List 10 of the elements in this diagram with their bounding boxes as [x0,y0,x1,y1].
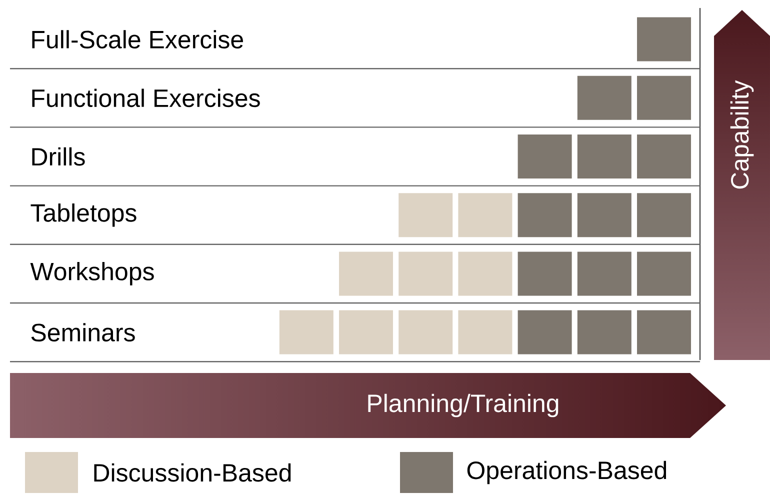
planning-arrow: Planning/Training [368,394,558,418]
row-label: Workshops [30,262,154,286]
row-label: Functional Exercises [32,88,260,108]
row-label: Seminars [31,323,135,342]
row-label: Drills [32,147,85,166]
row-label: Tabletops [30,203,136,227]
legend-label: Discussion-Based [94,463,291,482]
legend-label: Operations-Based [467,460,666,484]
row-label: Full-Scale Exercise [32,30,243,48]
capability-arrow: Capability [730,80,754,189]
